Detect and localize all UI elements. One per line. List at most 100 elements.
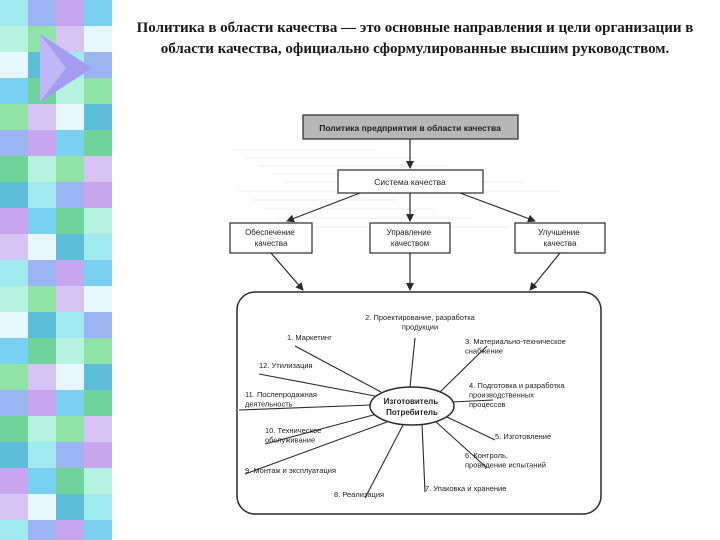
- strip-tile: [0, 130, 28, 156]
- stage-label-line: 1. Маркетинг: [287, 333, 332, 342]
- strip-tile: [56, 468, 84, 494]
- quality-assurance-label: Обеспечение качества: [245, 228, 297, 248]
- strip-tile: [56, 156, 84, 182]
- triangle-arrow-icon: [40, 34, 92, 102]
- strip-tile: [28, 468, 56, 494]
- stage-label-8: 8. Реализация: [334, 490, 384, 499]
- stage-label-line: 8. Реализация: [334, 490, 384, 499]
- strip-tile: [0, 78, 28, 104]
- strip-tile: [28, 364, 56, 390]
- stage-label-line: снабжение: [465, 347, 503, 356]
- strip-tile: [28, 208, 56, 234]
- strip-tile: [28, 156, 56, 182]
- enterprise-policy-label: Политика предприятия в области качества: [319, 123, 501, 133]
- manufacturer-consumer-ellipse: [369, 386, 455, 426]
- strip-tile: [56, 104, 84, 130]
- arrow-improvement-to-cycle: [529, 252, 561, 291]
- strip-tile: [0, 416, 28, 442]
- strip-tile: [56, 494, 84, 520]
- spoke-stage-3: [439, 345, 488, 393]
- strip-tile: [84, 260, 112, 286]
- strip-tile: [0, 286, 28, 312]
- triangle-arrow-highlight: [40, 34, 66, 102]
- stage-label-line: 10. Техническое: [265, 426, 321, 435]
- stage-label-line: производственных: [469, 391, 534, 400]
- strip-tile: [28, 130, 56, 156]
- spoke-stage-2: [409, 337, 416, 388]
- strip-tile: [56, 520, 84, 540]
- strip-tile: [0, 260, 28, 286]
- strip-tile: [56, 0, 84, 26]
- spoke-stage-9: [244, 421, 388, 475]
- stage-label-line: деятельность: [245, 400, 293, 409]
- strip-tile: [56, 442, 84, 468]
- strip-tile: [84, 494, 112, 520]
- strip-tile: [56, 312, 84, 338]
- strip-tile: [56, 208, 84, 234]
- strip-tile: [28, 312, 56, 338]
- strip-tile: [0, 520, 28, 540]
- strip-tile: [56, 364, 84, 390]
- stage-label-7: 7. Упаковка и хранение: [425, 484, 506, 493]
- strip-tile: [84, 52, 112, 78]
- enterprise-policy-box: [302, 114, 519, 140]
- strip-tile: [56, 234, 84, 260]
- strip-tile: [84, 390, 112, 416]
- quality-system-label: Система качества: [374, 177, 446, 187]
- stage-label-line: 5. Изготовление: [495, 432, 551, 441]
- page-heading: Политика в области качества — это основн…: [136, 20, 694, 57]
- stage-label-9: 9. Монтаж и эксплуатация: [245, 466, 336, 475]
- stage-label-line: 6. Контроль,: [465, 451, 508, 460]
- quality-policy-diagram: Политика предприятия в области качества …: [229, 114, 606, 515]
- spoke-stage-8: [364, 424, 404, 499]
- strip-tile: [56, 130, 84, 156]
- strip-tile: [56, 390, 84, 416]
- strip-tile: [84, 130, 112, 156]
- strip-tile: [0, 26, 28, 52]
- stage-label-line: 12. Утилизация: [259, 361, 313, 370]
- quality-management-label: Управление качеством: [387, 228, 434, 248]
- arrow-system-to-improvement: [459, 192, 536, 223]
- stage-label-line: 2. Проектирование, разработка: [365, 313, 476, 322]
- strip-tile: [84, 104, 112, 130]
- strip-tile: [28, 104, 56, 130]
- strip-tile: [84, 468, 112, 494]
- strip-tile: [0, 156, 28, 182]
- strip-tile: [0, 208, 28, 234]
- spoke-stage-5: [444, 415, 496, 441]
- stage-label-1: 1. Маркетинг: [287, 333, 332, 342]
- stage-label-line: 11. Послепродажная: [245, 390, 317, 399]
- strip-tile: [84, 520, 112, 540]
- strip-tile: [84, 26, 112, 52]
- spoke-stage-12: [258, 373, 376, 397]
- spoke-stage-6: [434, 420, 488, 469]
- strip-tile: [28, 520, 56, 540]
- quality-improvement-label: Улучшение качества: [538, 228, 582, 248]
- spoke-stage-4: [450, 399, 494, 403]
- arrow-assurance-to-cycle: [270, 252, 304, 291]
- strip-tile: [56, 338, 84, 364]
- strip-tile: [0, 364, 28, 390]
- manufacturer-consumer-label: Изготовитель Потребитель: [384, 397, 441, 417]
- strip-tile: [56, 286, 84, 312]
- strip-tile: [84, 234, 112, 260]
- stage-label-line: 3. Материально-техническое: [465, 337, 566, 346]
- strip-tile: [0, 468, 28, 494]
- strip-tile: [84, 0, 112, 26]
- strip-tile: [84, 208, 112, 234]
- stage-label-5: 5. Изготовление: [495, 432, 551, 441]
- strip-tile: [0, 442, 28, 468]
- strip-tile: [28, 494, 56, 520]
- strip-tile: [28, 0, 56, 26]
- strip-tile: [28, 260, 56, 286]
- strip-tile: [28, 416, 56, 442]
- strip-tile: [84, 286, 112, 312]
- strip-tile: [56, 182, 84, 208]
- stage-label-12: 12. Утилизация: [259, 361, 313, 370]
- quality-improvement-box: [514, 222, 606, 254]
- stage-label-line: обслуживание: [265, 436, 315, 445]
